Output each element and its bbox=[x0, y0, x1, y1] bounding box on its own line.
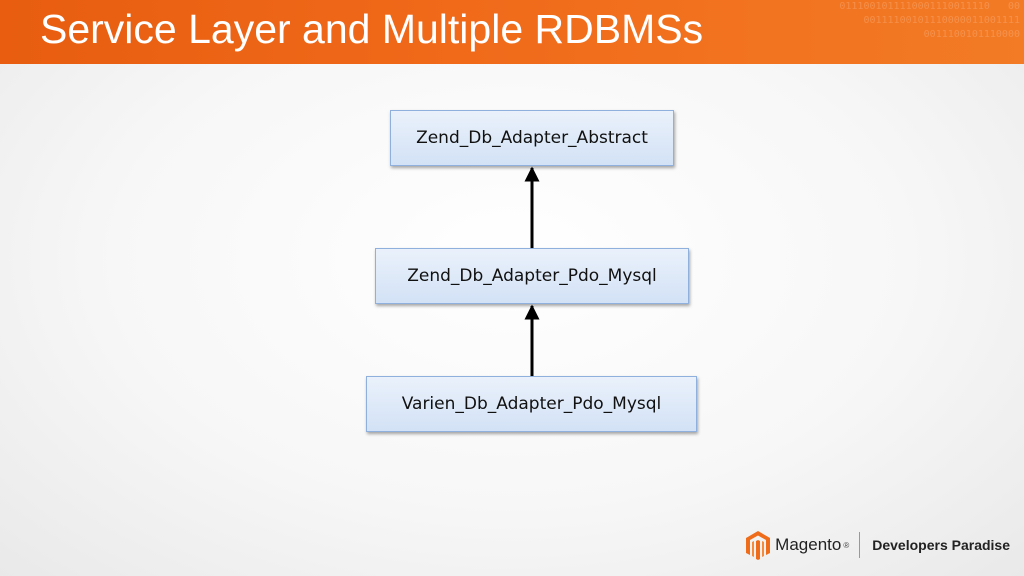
title-banner: 0111001011110001110011110 00 00111100101… bbox=[0, 0, 1024, 64]
magento-logo-icon bbox=[746, 531, 771, 560]
footer-divider bbox=[859, 532, 861, 558]
slide-title: Service Layer and Multiple RDBMSs bbox=[40, 6, 704, 52]
binary-pattern-decoration: 0111001011110001110011110 00 00111100101… bbox=[839, 1, 1020, 40]
node-zend-db-adapter-pdo-mysql: Zend_Db_Adapter_Pdo_Mysql bbox=[375, 248, 689, 304]
node-varien-db-adapter-pdo-mysql: Varien_Db_Adapter_Pdo_Mysql bbox=[366, 376, 697, 432]
node-zend-db-adapter-abstract: Zend_Db_Adapter_Abstract bbox=[390, 110, 674, 166]
brand-name: Magento bbox=[775, 535, 842, 554]
node-label: Varien_Db_Adapter_Pdo_Mysql bbox=[401, 394, 662, 414]
footer-tagline: Developers Paradise bbox=[872, 537, 1010, 553]
node-label: Zend_Db_Adapter_Abstract bbox=[416, 128, 648, 148]
registered-mark: ® bbox=[843, 540, 850, 550]
node-label: Zend_Db_Adapter_Pdo_Mysql bbox=[407, 266, 657, 286]
footer-branding: Magento ® Developers Paradise bbox=[745, 530, 1010, 560]
